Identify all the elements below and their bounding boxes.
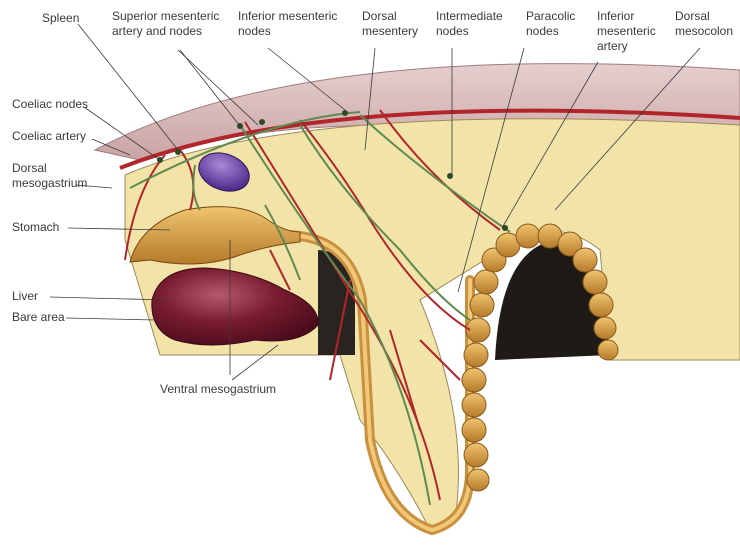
label-ventral-mesogastrium: Ventral mesogastrium	[160, 382, 276, 396]
label-intermediate-nodes-2: nodes	[436, 24, 469, 38]
label-intermediate-nodes-1: Intermediate	[436, 9, 503, 23]
label-bare-area: Bare area	[12, 310, 65, 324]
label-inferior-mesenteric-nodes-2: nodes	[238, 24, 271, 38]
label-dorsal-mesentery-2: mesentery	[362, 24, 418, 38]
label-dorsal-mesentery-1: Dorsal	[362, 9, 397, 23]
label-dorsal-mesocolon-1: Dorsal	[675, 9, 710, 23]
label-stomach: Stomach	[12, 220, 59, 234]
label-dorsal-mesogastrium-1: Dorsal	[12, 161, 47, 175]
label-superior-mesenteric-2: artery and nodes	[112, 24, 202, 38]
label-inferior-mesenteric-nodes-1: Inferior mesenteric	[238, 9, 337, 23]
label-paracolic-nodes-1: Paracolic	[526, 9, 575, 23]
label-coeliac-artery: Coeliac artery	[12, 129, 86, 143]
label-spleen: Spleen	[42, 11, 79, 25]
label-superior-mesenteric-1: Superior mesenteric	[112, 9, 219, 23]
label-coeliac-nodes: Coeliac nodes	[12, 97, 88, 111]
label-inferior-mesenteric-artery-2: mesenteric	[597, 24, 656, 38]
label-dorsal-mesocolon-2: mesocolon	[675, 24, 733, 38]
label-inferior-mesenteric-artery-3: artery	[597, 39, 628, 53]
label-liver: Liver	[12, 289, 38, 303]
label-dorsal-mesogastrium-2: mesogastrium	[12, 176, 87, 190]
label-paracolic-nodes-2: nodes	[526, 24, 559, 38]
label-inferior-mesenteric-artery-1: Inferior	[597, 9, 634, 23]
